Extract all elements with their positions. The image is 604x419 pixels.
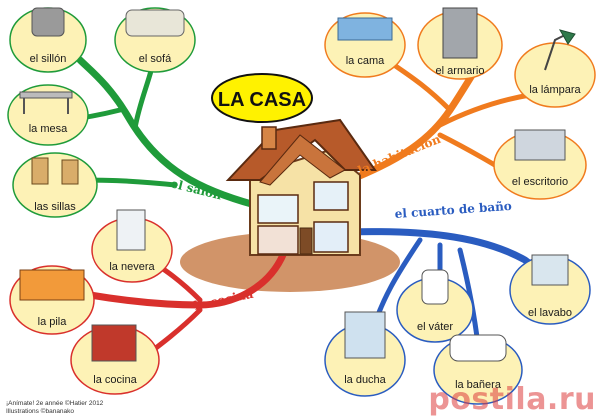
node-lampara: la lámpara (514, 29, 596, 108)
table-icon (19, 91, 73, 99)
svg-text:el escritorio: el escritorio (512, 176, 568, 188)
node-cama: la cama (324, 12, 406, 78)
page-title: LA CASA (218, 89, 306, 111)
branch-label-habitacion: la habitación (356, 132, 443, 178)
svg-text:el sillón: el sillón (30, 53, 67, 65)
chair-icon-2 (61, 159, 79, 185)
svg-text:el sofá: el sofá (139, 53, 172, 65)
svg-text:la mesa: la mesa (29, 123, 68, 135)
node-sillas: las sillas (12, 152, 98, 218)
chair-icon (31, 157, 49, 185)
svg-text:el armario: el armario (436, 65, 485, 77)
svg-text:las sillas: las sillas (34, 201, 76, 213)
node-vater: el váter (396, 269, 474, 343)
sofa-icon (125, 9, 185, 37)
watermark: postila.ru (428, 382, 596, 417)
svg-text:la pila: la pila (38, 316, 68, 328)
svg-text:el lavabo: el lavabo (528, 307, 572, 319)
fridge-icon (116, 209, 146, 251)
title-bubble: LA CASA (211, 73, 313, 123)
node-banera: la bañera (433, 334, 523, 405)
svg-text:la ducha: la ducha (344, 374, 386, 386)
svg-text:la cocina: la cocina (93, 374, 137, 386)
bathtub-icon (449, 334, 507, 362)
washbasin-icon (531, 254, 569, 286)
node-sofa: el sofá (114, 7, 196, 73)
svg-text:la cama: la cama (346, 55, 385, 67)
sink-icon (19, 269, 85, 301)
node-nevera: la nevera (91, 209, 173, 283)
footer-line-2: Illustrations ©bananako (6, 407, 75, 415)
node-pila: la pila (9, 265, 95, 335)
desk-icon (514, 129, 566, 161)
room-habitacion (313, 181, 349, 211)
footer-credits: ¡Anímate! 2e année ©Hatier 2012 Illustra… (6, 400, 103, 415)
room-bano (313, 221, 349, 253)
wardrobe-icon (442, 7, 478, 59)
node-lavabo: el lavabo (509, 254, 591, 325)
node-cocina: la cocina (70, 324, 160, 395)
node-escritorio: el escritorio (493, 129, 587, 200)
branch-label-cocina: la cocina (193, 287, 255, 313)
node-mesa: la mesa (7, 84, 89, 146)
node-sillon: el sillón (9, 7, 87, 73)
lamp-icon (544, 34, 566, 71)
svg-text:la lámpara: la lámpara (529, 84, 581, 96)
room-salon (257, 194, 299, 224)
svg-text:la bañera: la bañera (455, 379, 502, 391)
armchair-icon (31, 7, 65, 37)
toilet-icon (421, 269, 449, 305)
shower-icon (344, 311, 386, 359)
node-armario: el armario (417, 7, 503, 80)
node-ducha: la ducha (324, 311, 406, 397)
footer-line-1: ¡Anímate! 2e année ©Hatier 2012 (6, 400, 104, 407)
stove-icon (91, 324, 137, 362)
svg-text:el váter: el váter (417, 321, 453, 333)
house-door (299, 227, 313, 255)
bed-icon (337, 17, 393, 41)
branch-label-cuarto-bano: el cuarto de baño (394, 199, 512, 221)
house-illustration (225, 118, 377, 256)
room-cocina (257, 225, 299, 255)
svg-text:la nevera: la nevera (109, 261, 155, 273)
